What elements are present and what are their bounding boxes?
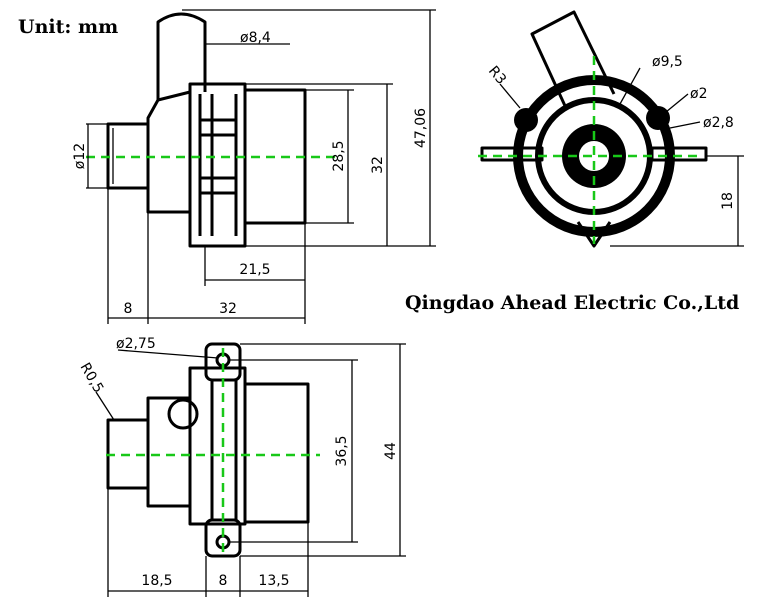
side-view: ø8,4 ø12 28,5 32 47,06 21,5 8 32 xyxy=(72,9,436,324)
dim-length-a: 18,5 xyxy=(141,573,172,589)
dim-end-diameter-b: ø2 xyxy=(690,86,707,102)
flange xyxy=(146,90,192,214)
dim-outlet-length: 8 xyxy=(124,301,133,317)
inlet-tube xyxy=(156,12,207,100)
top-view: ø2,75 R0,5 36,5 44 18,5 8 13,5 xyxy=(77,336,406,597)
dim-length-c: 13,5 xyxy=(258,573,289,589)
dim-end-diameter-c: ø2,8 xyxy=(703,115,734,131)
inlet-boss xyxy=(167,398,199,430)
dim-end-diameter-a: ø9,5 xyxy=(652,54,683,70)
dim-length-b: 8 xyxy=(219,573,228,589)
dim-offset: 18 xyxy=(720,192,736,210)
dim-outlet-diameter: ø12 xyxy=(72,143,88,169)
outlet-nozzle xyxy=(106,122,150,190)
dim-hole-span: 36,5 xyxy=(334,435,350,466)
company-name: Qingdao Ahead Electric Co.,Ltd xyxy=(405,292,740,314)
dim-body-diameter-b: 32 xyxy=(370,156,386,174)
dim-radius-top: R0,5 xyxy=(77,360,107,396)
dim-body-diameter-a: 28,5 xyxy=(331,140,347,171)
dim-radius-end: R3 xyxy=(485,63,509,88)
unit-label: Unit: mm xyxy=(18,16,119,38)
main-body-top xyxy=(243,382,310,524)
dim-body-length: 21,5 xyxy=(239,262,270,278)
dim-overall-width: 44 xyxy=(383,442,399,460)
dim-inlet-diameter: ø8,4 xyxy=(240,30,271,46)
dim-total-length: 32 xyxy=(219,301,237,317)
right-tab xyxy=(650,146,708,162)
angled-inlet-tube xyxy=(530,10,616,109)
end-view: R3 ø9,5 ø2 ø2,8 18 xyxy=(478,10,744,248)
dim-overall-height: 47,06 xyxy=(413,108,429,148)
dim-hole-diameter: ø2,75 xyxy=(116,336,156,352)
left-tab xyxy=(480,146,544,162)
